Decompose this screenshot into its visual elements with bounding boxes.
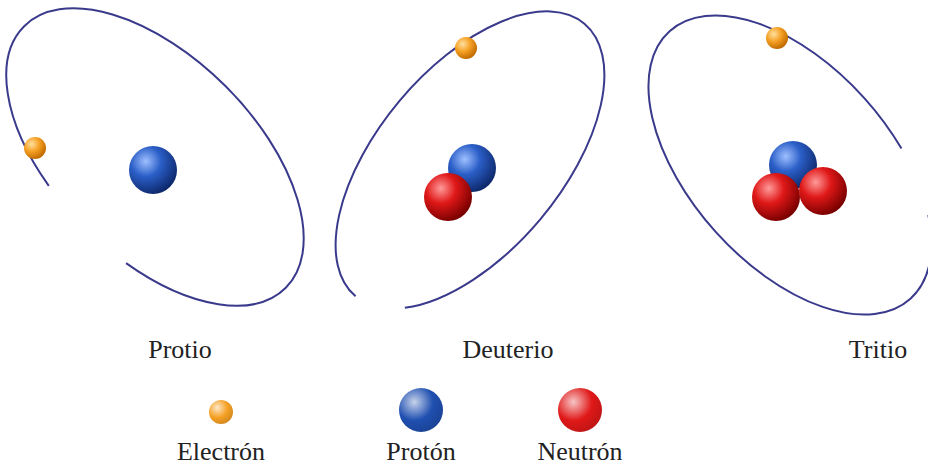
legend-swatch (209, 400, 233, 424)
neutron (424, 173, 472, 221)
isotope-name: Deuterio (463, 335, 554, 365)
legend-swatch (558, 388, 602, 432)
isotope-name: Protio (148, 335, 212, 365)
legend-text: Protón (386, 437, 455, 467)
proton (129, 146, 177, 194)
electron (766, 27, 788, 49)
isotope-name: Tritio (849, 335, 907, 365)
legend-text: Neutrón (537, 437, 622, 467)
neutron (752, 173, 800, 221)
electron (24, 137, 46, 159)
legend-swatch (399, 388, 443, 432)
neutron (799, 167, 847, 215)
orbit (0, 0, 357, 359)
orbit (595, 0, 928, 366)
electron (455, 37, 477, 59)
orbit (285, 0, 655, 355)
legend-text: Electrón (177, 437, 265, 467)
